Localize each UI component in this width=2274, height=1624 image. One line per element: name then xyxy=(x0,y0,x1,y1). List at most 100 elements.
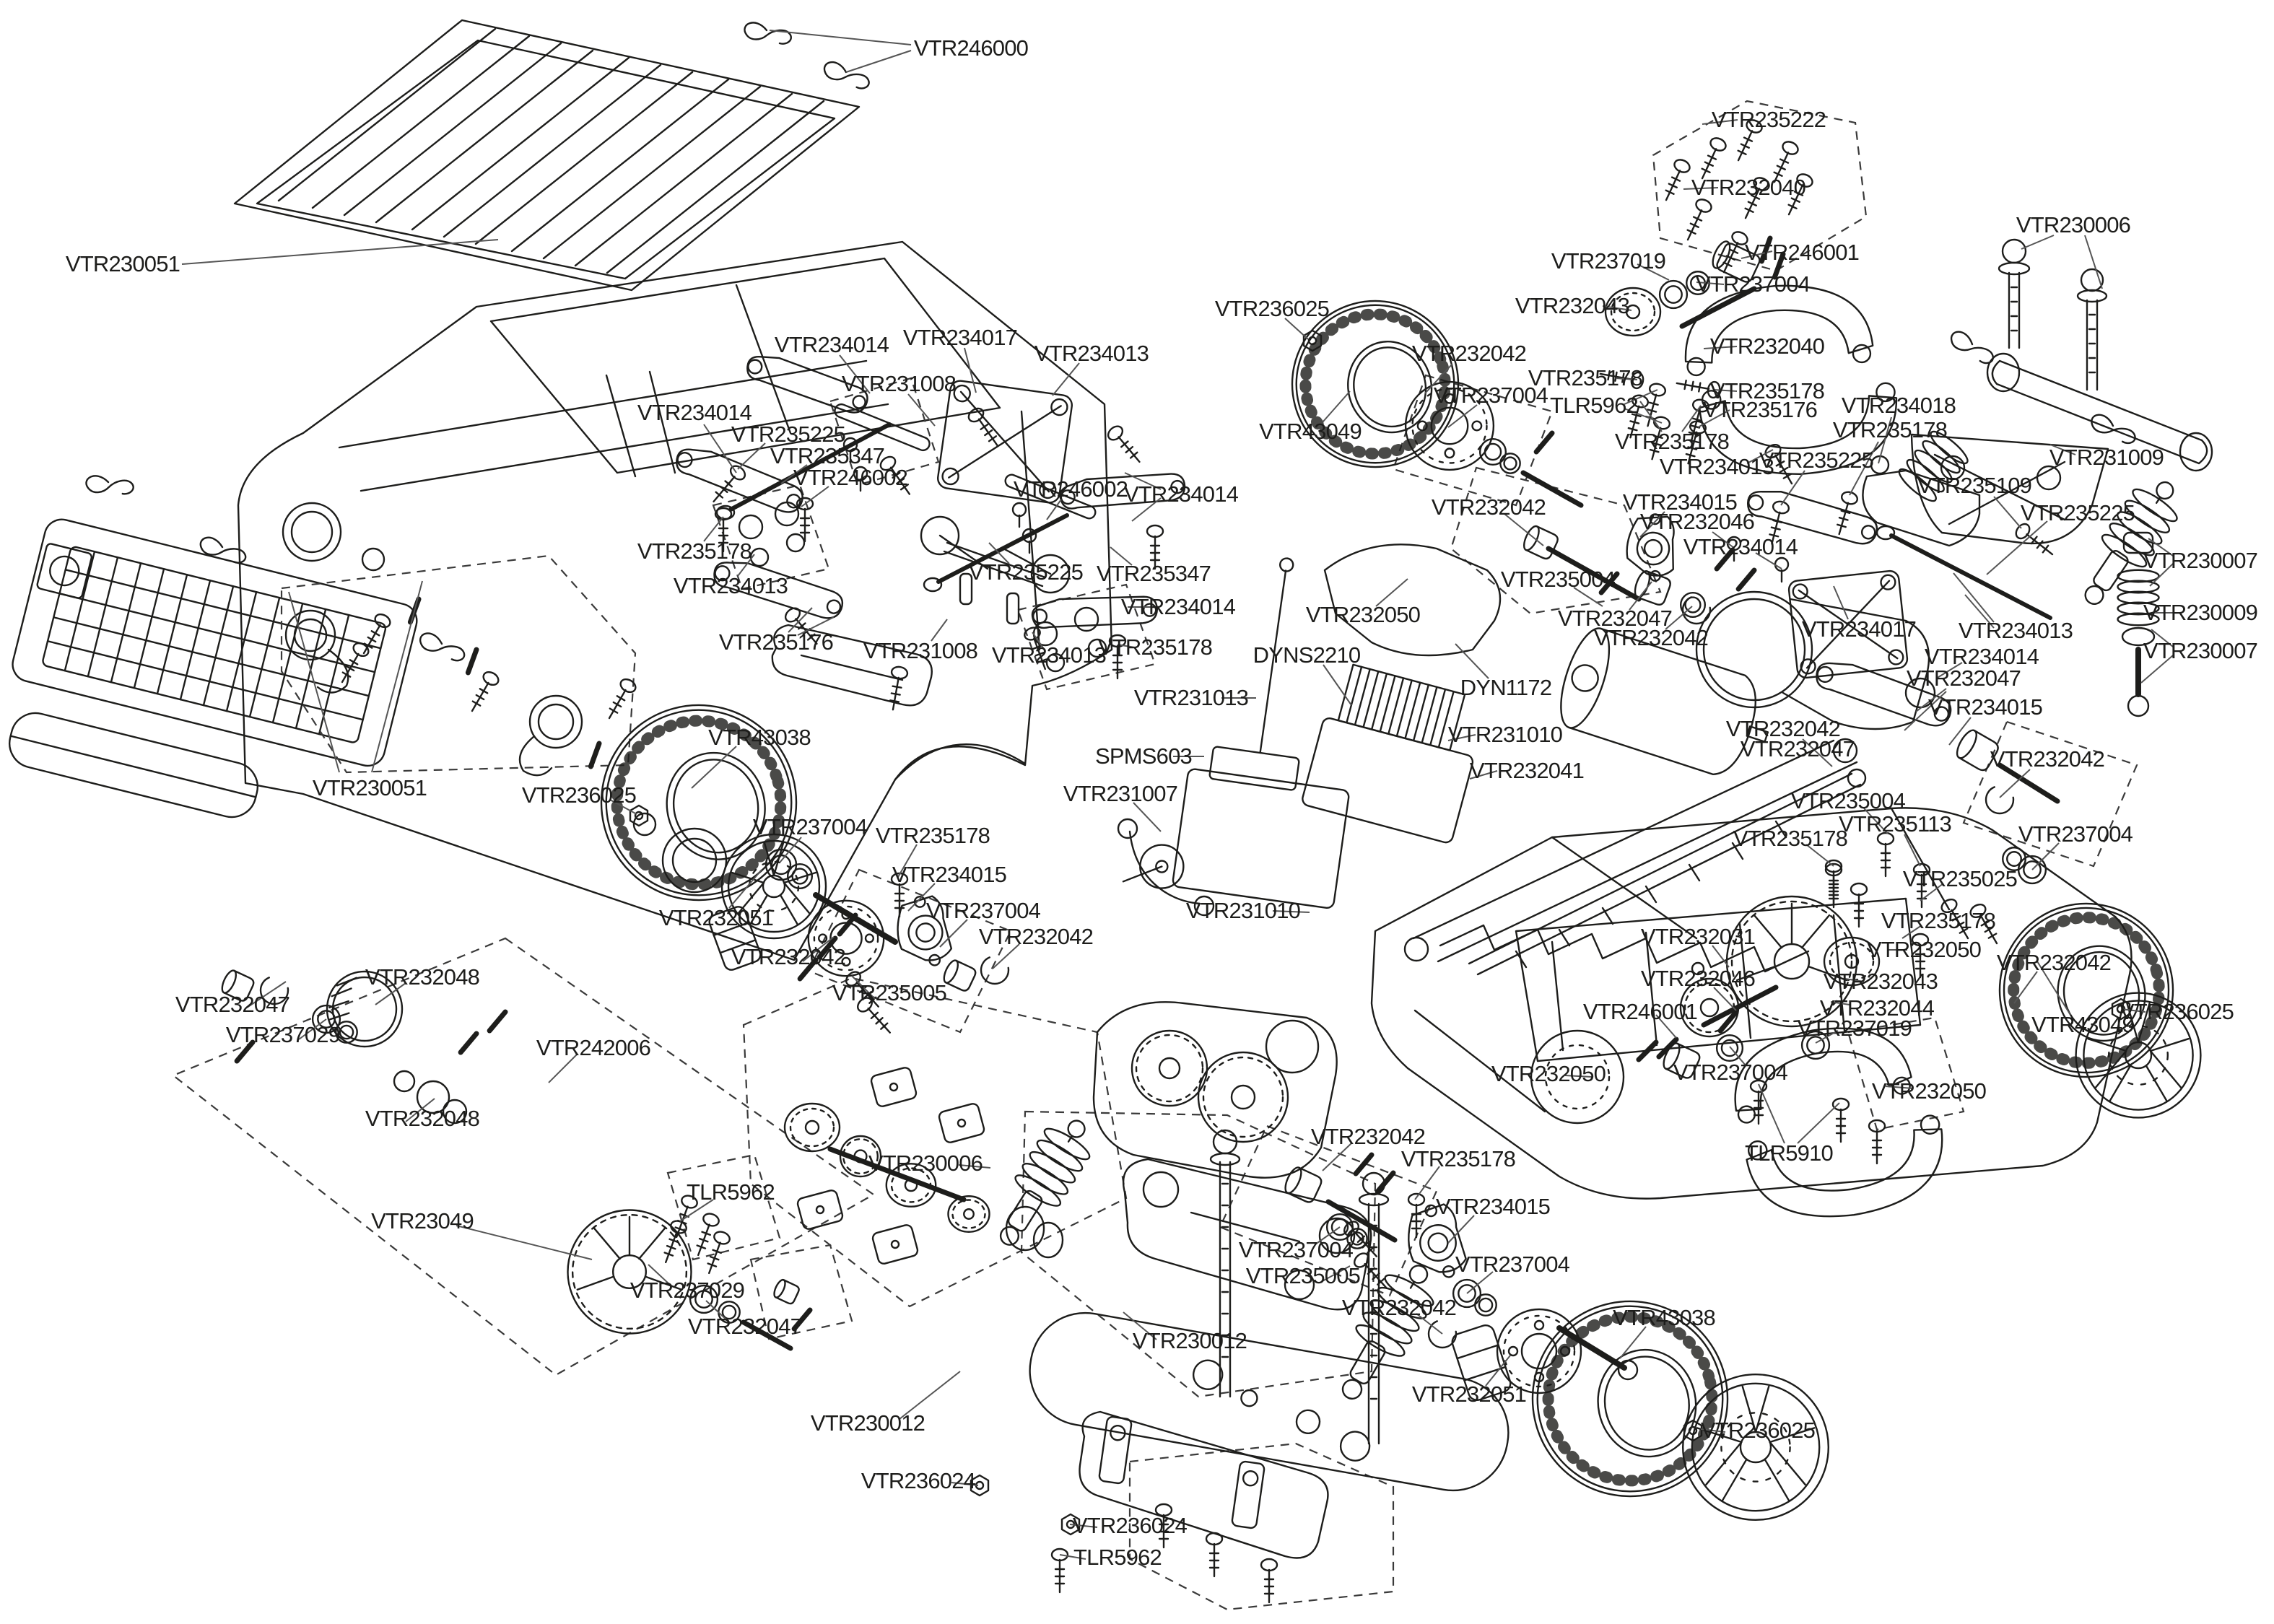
leader-lines xyxy=(182,30,2173,1559)
part-label: VTR43049 xyxy=(1259,419,1362,444)
part-label: VTR235347 xyxy=(770,443,885,468)
leader-line xyxy=(1704,346,1737,349)
leader-line xyxy=(1620,1327,1646,1358)
leader-line xyxy=(1806,844,1834,866)
leader-line xyxy=(1070,1524,1097,1527)
part-label: TLR5962 xyxy=(1550,393,1639,418)
part-label: VTR232047 xyxy=(175,992,290,1017)
part-label: VTR232046 xyxy=(1639,509,1755,534)
leader-line xyxy=(803,937,834,961)
leader-line xyxy=(2000,769,2030,798)
leader-line xyxy=(1741,251,1772,258)
part-label: VTR234015 xyxy=(1622,489,1738,515)
truck-bed-art xyxy=(235,20,859,290)
rear-suspension-art xyxy=(1520,427,2191,729)
part-label: VTR236025 xyxy=(1700,1418,1816,1443)
part-label: TLR5962 xyxy=(687,1179,775,1205)
part-label: VTR231013 xyxy=(1133,685,1249,710)
part-label: VTR236025 xyxy=(2119,999,2234,1024)
part-label: VTR231009 xyxy=(2049,445,2164,470)
leader-line xyxy=(680,1200,713,1221)
leader-line xyxy=(1994,497,2021,528)
leader-line xyxy=(610,800,637,814)
part-label: VTR232047 xyxy=(1906,665,2021,691)
leader-line xyxy=(1416,1314,1442,1334)
leader-line xyxy=(1565,1075,1592,1077)
leader-line xyxy=(1448,405,1477,427)
leader-line xyxy=(704,424,736,473)
part-label: VTR23049 xyxy=(371,1208,474,1234)
leader-line xyxy=(648,1265,670,1285)
leader-line xyxy=(372,581,422,772)
leader-line xyxy=(2050,445,2075,455)
leader-line xyxy=(1886,1086,1913,1088)
leader-line xyxy=(2150,564,2173,586)
leader-line xyxy=(959,1165,990,1168)
leader-line xyxy=(1053,363,1079,396)
leader-line xyxy=(1123,1312,1156,1340)
part-label: VTR237029 xyxy=(225,1022,341,1047)
leader-line xyxy=(1781,471,1805,505)
part-label: VTR230007 xyxy=(2143,638,2258,663)
front-right-wheel-art xyxy=(1273,282,1581,655)
leader-line xyxy=(1118,645,1135,647)
leader-line xyxy=(1323,391,1350,422)
leader-line xyxy=(375,983,406,1005)
part-label: VTR232042 xyxy=(1431,494,1546,520)
part-label: VTR232048 xyxy=(365,964,480,990)
front-diff-art xyxy=(219,968,1063,1348)
leader-line xyxy=(1665,606,1692,629)
leader-line xyxy=(1637,264,1669,280)
leader-line xyxy=(1624,390,1657,404)
leader-line xyxy=(1603,306,1632,310)
part-label: VTR234013 xyxy=(673,573,788,598)
leader-line xyxy=(1323,665,1351,705)
part-label: VTR232042 xyxy=(731,944,846,969)
leader-line xyxy=(1850,442,1878,495)
part-label: VTR237029 xyxy=(630,1278,745,1303)
leader-line xyxy=(1712,532,1734,548)
part-label: VTR237004 xyxy=(1238,1237,1354,1262)
part-label: DYN1172 xyxy=(1460,675,1552,700)
leader-line xyxy=(1904,834,1920,866)
part-label: VTR232042 xyxy=(1996,950,2112,975)
leader-line xyxy=(1060,1555,1086,1559)
leader-line xyxy=(1323,1143,1351,1171)
part-label: VTR235178 xyxy=(1097,634,1213,660)
leader-line xyxy=(1415,1166,1439,1200)
part-label: VTR234015 xyxy=(892,862,1007,887)
leader-line xyxy=(2151,629,2173,647)
part-label: VTR235109 xyxy=(1917,473,2032,498)
leader-line xyxy=(2021,235,2054,249)
leader-line xyxy=(1712,946,1729,967)
part-label: VTR235178 xyxy=(1881,908,1996,933)
part-label: VTR235005 xyxy=(832,980,947,1005)
part-label: VTR235004 xyxy=(1790,788,1906,813)
part-label: VTR234013 xyxy=(1659,454,1774,479)
part-label: VTR231007 xyxy=(1063,781,1178,806)
leader-line xyxy=(247,982,286,1008)
part-label: VTR235225 xyxy=(968,559,1084,585)
part-label: VTR231010 xyxy=(1185,898,1301,923)
part-label: VTR230009 xyxy=(2143,600,2258,625)
part-label: VTR234014 xyxy=(637,400,752,425)
leader-line xyxy=(1376,579,1408,606)
part-label: VTR232043 xyxy=(1515,293,1630,318)
part-label: VTR237004 xyxy=(2018,821,2133,847)
part-label: VTR231008 xyxy=(841,371,957,396)
part-label: VTR236025 xyxy=(521,782,637,808)
leader-line xyxy=(1132,498,1161,521)
part-label: VTR236024 xyxy=(1072,1513,1188,1538)
leader-line xyxy=(692,746,736,788)
part-label: VTR232042 xyxy=(1725,716,1841,741)
part-label: VTR43038 xyxy=(1613,1305,1716,1330)
leader-line xyxy=(1714,390,1737,391)
leader-line xyxy=(1574,588,1603,606)
leader-line xyxy=(780,837,801,863)
part-label: VTR246001 xyxy=(1744,240,1860,265)
leader-line xyxy=(1965,595,1994,628)
leader-line xyxy=(898,844,917,877)
part-label: VTR234013 xyxy=(991,642,1107,668)
part-label: VTR234013 xyxy=(1034,341,1149,366)
leader-line xyxy=(1682,406,1701,432)
